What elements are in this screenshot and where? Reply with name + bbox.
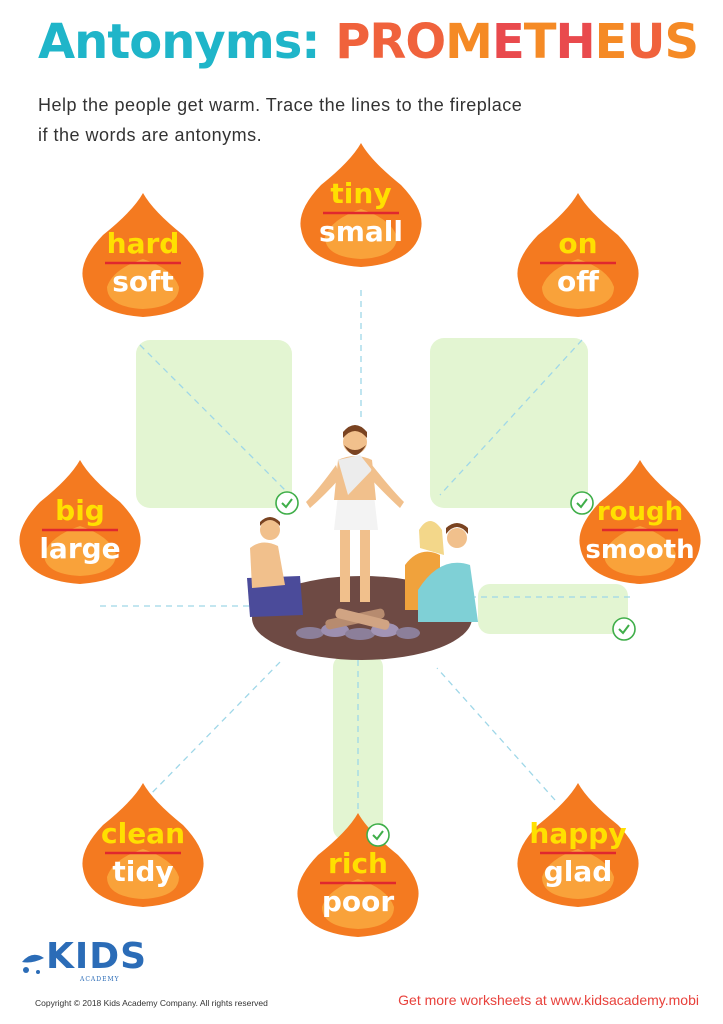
worksheet-title: Antonyms: PROMETHEUS <box>38 14 699 84</box>
seated-man-figure <box>247 517 303 617</box>
word-top: rich <box>328 847 388 880</box>
guide-clean-tidy <box>144 659 283 801</box>
guide-on-off <box>439 339 583 496</box>
title-letter: T <box>523 14 557 70</box>
flame-rich-poor: rich poor <box>297 813 419 937</box>
flame-rough-smooth: rough smooth <box>579 460 701 584</box>
word-bottom: glad <box>544 855 613 888</box>
title-letter: E <box>594 14 628 70</box>
check-icon <box>570 491 594 515</box>
logo-splash-icon <box>22 954 44 974</box>
word-bottom: soft <box>112 265 173 298</box>
worksheets-link[interactable]: Get more worksheets at www.kidsacademy.m… <box>398 992 699 1008</box>
word-top: clean <box>101 817 185 850</box>
instructions-line-1: Help the people get warm. Trace the line… <box>38 95 523 115</box>
title-antonyms: Antonyms: <box>38 14 320 70</box>
guide-happy-glad <box>436 667 556 801</box>
flame-tiny-small: tiny small <box>300 143 422 267</box>
word-bottom: smooth <box>585 535 694 565</box>
word-bottom: tidy <box>112 855 173 888</box>
word-bottom: small <box>319 215 403 248</box>
check-icon <box>275 491 299 515</box>
word-bottom: large <box>39 532 120 565</box>
logo-subtext: ACADEMY <box>80 976 120 983</box>
word-top: hard <box>107 227 180 260</box>
word-top: tiny <box>330 177 391 210</box>
kids-academy-logo: KIDS ACADEMY <box>18 936 146 986</box>
word-top: on <box>558 227 597 260</box>
title-letter: R <box>369 14 406 70</box>
prometheus-figure <box>306 425 404 602</box>
traced-paths <box>136 338 628 840</box>
flame-on-off: on off <box>517 193 639 317</box>
copyright-notice: Copyright © 2018 Kids Academy Company. A… <box>35 998 268 1008</box>
path-on-off <box>430 338 588 508</box>
flame-happy-glad: happy glad <box>517 783 639 907</box>
title-letter: E <box>491 14 525 70</box>
title-letter: O <box>405 14 446 70</box>
title-letter: P <box>335 14 370 70</box>
title-letter: M <box>445 14 493 70</box>
flame-clean-tidy: clean tidy <box>82 783 204 907</box>
word-top: rough <box>597 497 683 527</box>
check-icon <box>366 823 390 847</box>
title-prometheus: PROMETHEUS <box>335 14 699 70</box>
path-hard-soft <box>136 340 292 508</box>
title-letter: S <box>664 14 699 70</box>
seated-couple-figure <box>405 521 478 622</box>
word-bottom: off <box>557 265 599 298</box>
instructions-line-2: if the words are antonyms. <box>38 125 263 145</box>
title-letter: H <box>555 14 595 70</box>
word-top: happy <box>529 817 626 850</box>
flame-big-large: big large <box>19 460 141 584</box>
path-rough-smooth <box>478 584 628 634</box>
flames-layer: tiny small hard soft on off big large rough smoot… <box>19 143 701 937</box>
campfire-stones-icon <box>296 608 420 640</box>
flame-hard-soft: hard soft <box>82 193 204 317</box>
dashed-guides <box>100 290 630 830</box>
check-icon <box>612 617 636 641</box>
logo-text: KIDS <box>46 936 148 977</box>
title-letter: U <box>626 14 665 70</box>
word-bottom: poor <box>322 885 395 918</box>
checks-layer <box>275 491 636 847</box>
path-rich-poor <box>333 655 383 840</box>
word-top: big <box>55 494 105 527</box>
instructions: Help the people get warm. Trace the line… <box>38 90 678 150</box>
guide-hard-soft <box>139 344 286 491</box>
